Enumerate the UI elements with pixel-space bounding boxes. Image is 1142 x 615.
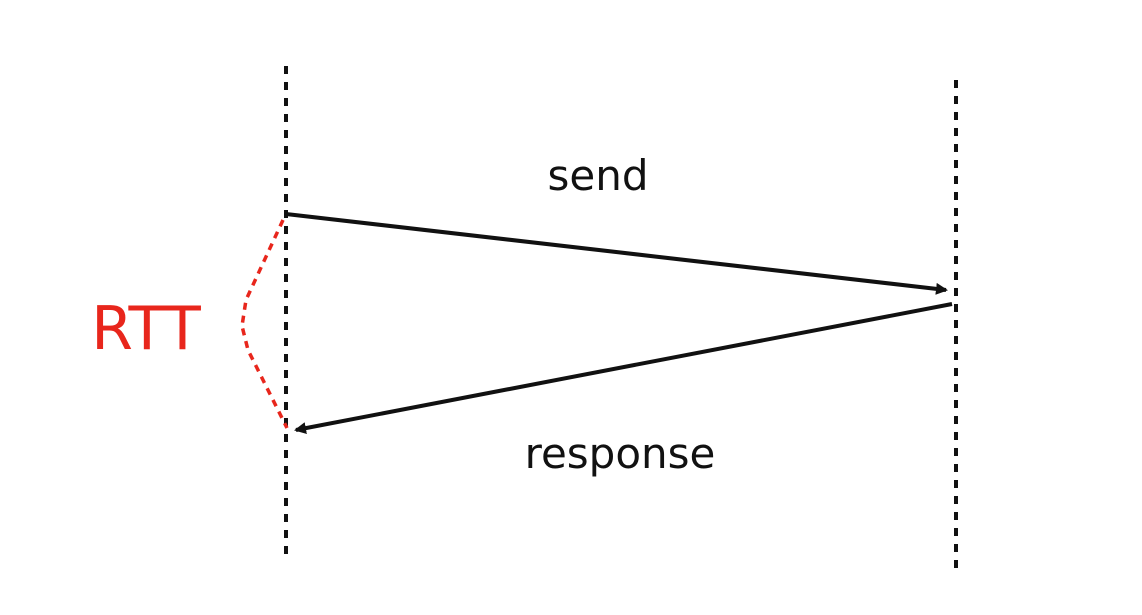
response-arrow <box>294 302 953 435</box>
send-label: send <box>547 151 648 200</box>
send-arrow <box>285 212 948 295</box>
rtt-label: RTT <box>91 294 201 364</box>
response-label: response <box>525 429 716 478</box>
rtt-bracket <box>240 219 289 429</box>
